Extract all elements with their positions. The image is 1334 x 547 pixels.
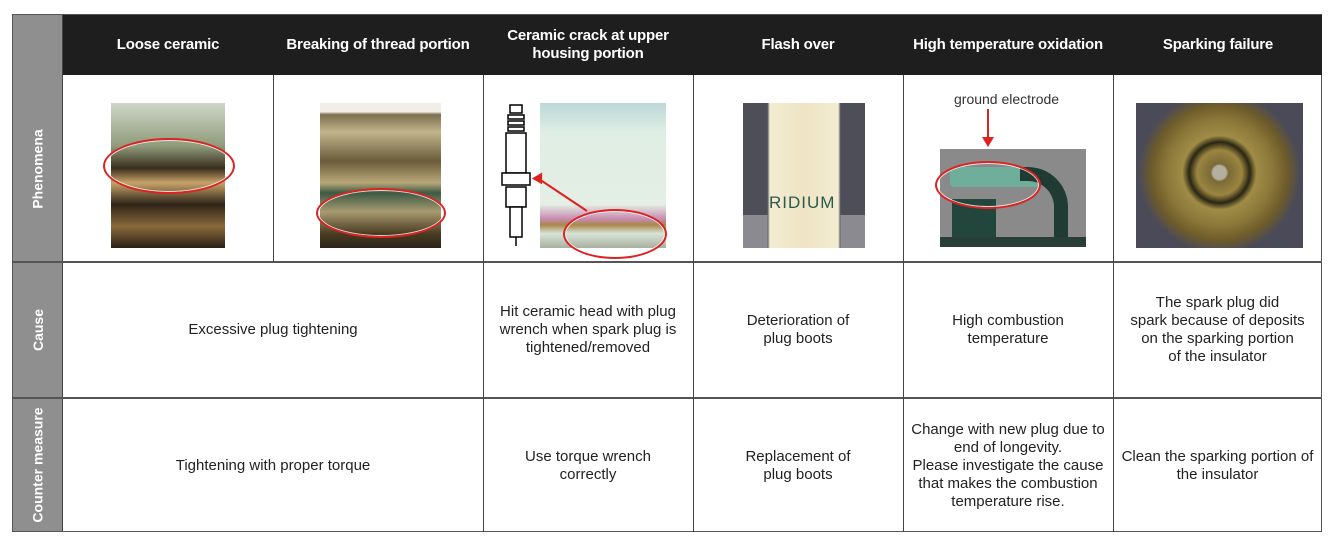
header-high-temp-oxidation: High temperature oxidation — [913, 36, 1103, 53]
row-label-counter-measure: Counter measure — [13, 398, 63, 532]
spark-plug-diagram-icon — [501, 104, 531, 246]
spark-plug-failure-table: Loose ceramic Breaking of thread portion… — [12, 14, 1322, 532]
header-flash-over: Flash over — [761, 36, 835, 53]
ground-electrode-annotation: ground electrode — [954, 91, 1060, 107]
highlight-ellipse — [103, 138, 235, 194]
counter-measure-cell: Tightening with proper torque — [175, 456, 371, 474]
counter-measure-cell: Replacement of plug boots — [745, 447, 851, 483]
row-label-cause: Cause — [13, 262, 63, 398]
divider — [273, 75, 274, 262]
row-label-column — [13, 15, 63, 531]
cause-cell: High combustion temperature — [952, 312, 1064, 347]
counter-measure-cell: Use torque wrench correctly — [525, 447, 651, 483]
sparking-failure-photo — [1136, 103, 1303, 248]
highlight-ellipse — [563, 209, 667, 259]
header-loose-ceramic: Loose ceramic — [116, 36, 220, 53]
cause-cell: Excessive plug tightening — [188, 321, 358, 338]
divider — [693, 75, 694, 532]
header-breaking-thread: Breaking of thread portion — [286, 36, 470, 53]
flash-over-photo: RIDIUM — [743, 103, 865, 248]
cause-cell: The spark plug did spark because of depo… — [1130, 294, 1305, 365]
header-ceramic-crack: Ceramic crack at upper housing portion — [507, 27, 669, 62]
arrow-icon — [531, 172, 588, 212]
phenomena-label: Phenomena — [30, 128, 47, 209]
counter-measure-cell: Clean the sparking portion of the insula… — [1121, 447, 1314, 483]
highlight-ellipse — [316, 188, 446, 238]
divider — [903, 75, 904, 532]
row-label-phenomena: Phenomena — [13, 75, 63, 262]
divider — [483, 75, 484, 532]
header-sparking-failure: Sparking failure — [1162, 36, 1274, 53]
cause-cell: Hit ceramic head with plug wrench when s… — [499, 303, 677, 356]
arrow-down-icon — [982, 109, 994, 147]
counter-measure-label: Counter measure — [30, 407, 46, 523]
cause-label: Cause — [30, 308, 46, 352]
header-row: Loose ceramic Breaking of thread portion… — [63, 15, 1322, 75]
divider — [13, 397, 1321, 399]
highlight-ellipse — [935, 161, 1041, 209]
divider — [13, 261, 1321, 263]
divider — [1113, 75, 1114, 532]
counter-measure-cell: Change with new plug due to end of longe… — [911, 420, 1105, 510]
cause-cell: Deterioration of plug boots — [746, 312, 850, 347]
